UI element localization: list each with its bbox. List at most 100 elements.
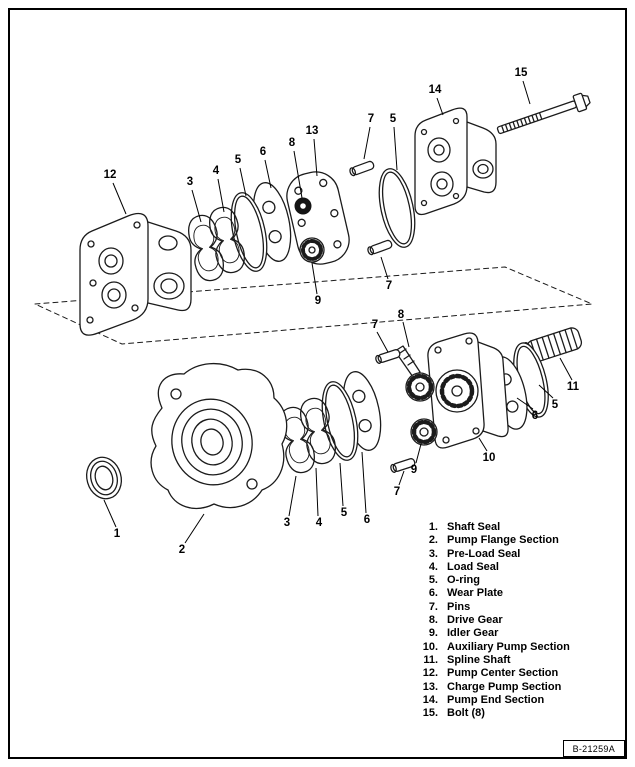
- part-12-pump-center-section: [79, 212, 192, 336]
- callout-leader-line: [361, 451, 367, 514]
- part-5-o-ring-top-left: [230, 192, 268, 272]
- part-label: Pump Flange Section: [447, 534, 559, 547]
- parts-list-item: 11. Spline Shaft: [412, 654, 570, 667]
- callout-leader-line: [363, 126, 371, 160]
- callout-leader-line: [393, 126, 398, 171]
- callout-leader-line: [380, 256, 389, 280]
- callout-leader-line: [293, 150, 303, 199]
- part-number: 3.: [428, 547, 438, 560]
- callout-leader-line: [376, 331, 389, 353]
- part-label: Load Seal: [447, 560, 499, 573]
- part-15-bolt: [496, 92, 591, 135]
- part-number: 2.: [428, 534, 438, 547]
- callout-number: 11: [567, 381, 580, 393]
- callout-number: 10: [483, 452, 496, 464]
- part-label: Drive Gear: [447, 614, 503, 627]
- part-number: 1.: [428, 521, 438, 533]
- callout-number: 5: [390, 113, 397, 125]
- parts-list-item: 5. O-ring: [412, 574, 570, 587]
- parts-list: 1. Shaft Seal 2. Pump Flange Section 3. Pre-L…: [412, 521, 570, 720]
- part-label: Pump Center Section: [447, 667, 559, 680]
- part-number: 12.: [422, 667, 438, 680]
- parts-list-item: 4. Load Seal: [412, 561, 570, 574]
- part-8-drive-gear-top: [294, 197, 312, 215]
- callout-number: 12: [104, 169, 117, 181]
- callout-number: 9: [315, 295, 321, 307]
- callout-leader-line: [436, 97, 444, 116]
- callout-number: 13: [306, 125, 319, 137]
- callout-leader-line: [264, 159, 272, 189]
- callout-number: 4: [213, 165, 220, 177]
- callout-leader-line: [184, 513, 205, 544]
- callout-leader-line: [311, 262, 318, 295]
- callout-leader-line: [313, 138, 318, 177]
- callout-number: 9: [411, 464, 417, 476]
- part-number: 10.: [422, 640, 438, 653]
- parts-list-item: 6. Wear Plate: [412, 587, 570, 600]
- part-8-drive-gear-bottom: [394, 345, 435, 402]
- parts-list-item: 7. Pins: [412, 601, 570, 614]
- callout-number: 5: [552, 399, 559, 411]
- callout-leader-line: [559, 357, 573, 381]
- part-label: Auxiliary Pump Section: [447, 640, 570, 653]
- part-9-idler-gear-top: [299, 237, 325, 263]
- callout-number: 14: [429, 84, 442, 96]
- callout-leader-line: [315, 467, 319, 517]
- part-number: 4.: [428, 560, 438, 573]
- part-number: 7.: [428, 600, 438, 613]
- parts-list-item: 8.Drive Gear: [412, 614, 570, 627]
- page-border: [8, 8, 627, 759]
- part-number: 6.: [428, 587, 438, 600]
- callout-number: 2: [179, 544, 185, 556]
- callout-leader-line: [339, 462, 344, 507]
- parts-list-item: 1. Shaft Seal: [412, 521, 570, 534]
- callout-leader-line: [191, 189, 202, 223]
- callout-number: 8: [398, 309, 405, 321]
- part-1-shaft-seal: [86, 456, 122, 500]
- callout-leader-line: [402, 321, 410, 348]
- parts-list-item: 15.Bolt (8): [412, 707, 570, 720]
- part-2-pump-flange-section: [150, 363, 288, 509]
- callout-leader-line: [112, 182, 127, 215]
- callout-leader-line: [398, 470, 405, 486]
- callout-number: 4: [316, 517, 323, 529]
- parts-list-item: 3. Pre-Load Seal: [412, 548, 570, 561]
- part-label: Wear Plate: [447, 587, 504, 600]
- callout-number: 6: [532, 410, 538, 422]
- callout-number: 7: [386, 280, 392, 292]
- bolt-thread-lines: [501, 112, 543, 133]
- callout-number: 15: [515, 67, 528, 79]
- part-number: 11.: [423, 653, 438, 666]
- callout-number: 7: [394, 486, 400, 498]
- callout-number: 8: [289, 137, 296, 149]
- part-number: 15.: [422, 707, 438, 720]
- parts-list-item: 12. Pump Center Section: [412, 667, 570, 680]
- callout-number: 6: [260, 146, 266, 158]
- part-label: Pre-Load Seal: [447, 547, 521, 560]
- part-label: Pins: [447, 600, 471, 613]
- figure-ref: B-21259A: [572, 744, 615, 754]
- callout-number: 5: [235, 154, 242, 166]
- part-10-auxiliary-pump-section: [427, 332, 509, 449]
- callout-leader-line: [288, 475, 297, 517]
- callout-number: 6: [364, 514, 370, 526]
- callout-leader-line: [103, 499, 117, 528]
- part-5-o-ring-top-right: [378, 168, 416, 248]
- part-9-idler-gear-bottom: [410, 418, 438, 446]
- parts-list-item: 10. Auxiliary Pump Section: [412, 641, 570, 654]
- part-14-pump-end-section: [414, 107, 497, 216]
- callout-number: 5: [341, 507, 348, 519]
- callout-leader-line: [478, 437, 488, 452]
- callout-number: 1: [114, 528, 121, 540]
- part-7-pin-top-b: [367, 239, 393, 256]
- part-label: Shaft Seal: [447, 521, 501, 533]
- parts-list-item: 13.Charge Pump Section: [412, 681, 570, 694]
- part-label: O-ring: [447, 574, 480, 587]
- callout-leader-line: [239, 167, 247, 197]
- part-number: 5.: [428, 574, 438, 587]
- callout-number: 3: [187, 176, 193, 188]
- part-label: Spline Shaft: [447, 653, 511, 666]
- part-number: 13.: [422, 680, 438, 693]
